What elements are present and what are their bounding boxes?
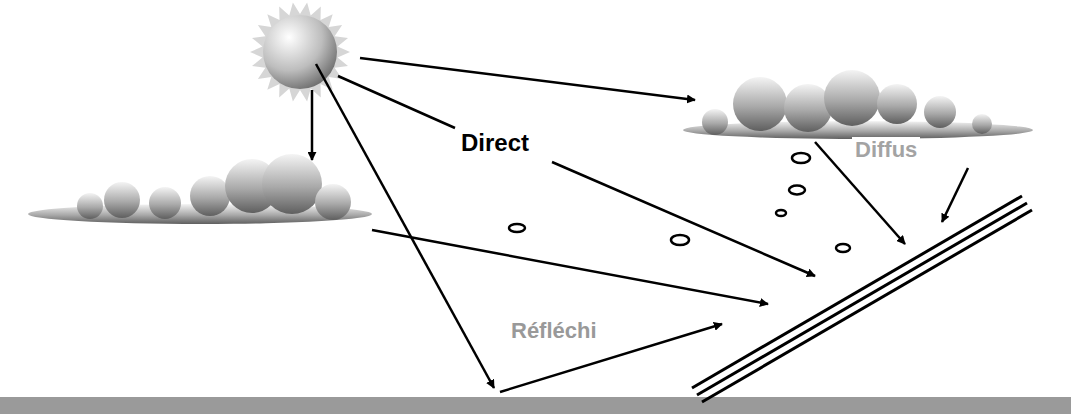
sun-to-cloud-arrow bbox=[360, 58, 695, 100]
direct-ray bbox=[552, 162, 815, 276]
ground-band bbox=[0, 397, 1071, 414]
diffuse-ray bbox=[942, 168, 968, 222]
sun-symbol bbox=[250, 3, 350, 102]
cloud-right bbox=[683, 70, 1033, 139]
radiation-label: Réfléchi bbox=[508, 318, 600, 343]
radiation-label: Diffus bbox=[852, 137, 920, 162]
cloud-to-panel-ray bbox=[372, 230, 768, 304]
sun-disc bbox=[263, 15, 337, 89]
particles bbox=[509, 153, 850, 252]
ground-ray bbox=[316, 64, 494, 388]
sun-to-cloud-arrow bbox=[311, 90, 314, 160]
radiation-arrows bbox=[312, 58, 968, 392]
direct-ray bbox=[338, 76, 455, 128]
cloud-left bbox=[28, 154, 372, 224]
sun-rays bbox=[250, 3, 350, 102]
radiation-label: Direct bbox=[458, 129, 532, 157]
